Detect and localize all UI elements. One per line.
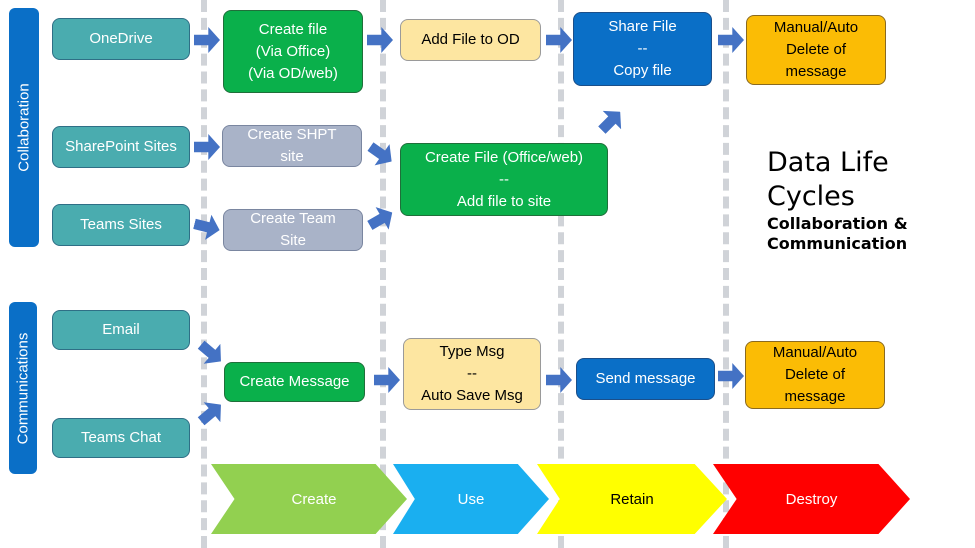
teams-chat-box: Teams Chat bbox=[52, 418, 190, 458]
onedrive-box: OneDrive bbox=[52, 18, 190, 60]
add-file-to-od-label: Add File to OD bbox=[421, 31, 520, 48]
create-shpt-line-2: site bbox=[280, 148, 304, 165]
communications-label: Communications bbox=[14, 332, 32, 444]
share-file-box: Share File -- Copy file bbox=[573, 12, 712, 86]
flow-arrow-icon bbox=[194, 134, 220, 160]
flow-arrow-icon bbox=[718, 363, 744, 389]
send-message-box: Send message bbox=[576, 358, 715, 400]
comm-delete-line-1: Manual/Auto bbox=[772, 344, 858, 361]
phase-retain-label: Retain bbox=[610, 490, 654, 508]
create-team-site-box: Create Team Site bbox=[223, 209, 363, 251]
share-file-line-2: -- bbox=[637, 40, 648, 57]
teams-sites-box: Teams Sites bbox=[52, 204, 190, 246]
comm-delete-box: Manual/Auto Delete of message bbox=[745, 341, 885, 409]
phase-use: Use bbox=[393, 464, 549, 534]
type-msg-box: Type Msg -- Auto Save Msg bbox=[403, 338, 541, 410]
flow-arrow-icon bbox=[593, 103, 630, 140]
create-shpt-line-1: Create SHPT bbox=[247, 126, 337, 143]
create-file-site-line-1: Create File (Office/web) bbox=[424, 148, 584, 166]
share-file-line-1: Share File bbox=[608, 18, 677, 35]
comm-delete-line-3: message bbox=[784, 388, 846, 405]
comm-delete-line-2: Delete of bbox=[784, 366, 846, 383]
onedrive-label: OneDrive bbox=[89, 30, 153, 47]
subtitle-line-1: Collaboration & bbox=[767, 214, 908, 233]
collab-delete-line-2: Delete of bbox=[785, 41, 847, 58]
flow-arrow-icon bbox=[718, 27, 744, 53]
sharepoint-sites-label: SharePoint Sites bbox=[65, 138, 177, 155]
title-line-1: Data Life bbox=[767, 147, 889, 178]
flow-arrow-icon bbox=[374, 367, 400, 393]
create-file-line-3: (Via OD/web) bbox=[248, 64, 338, 82]
phase-retain: Retain bbox=[537, 464, 727, 534]
phase-destroy-label: Destroy bbox=[785, 490, 838, 508]
phase-destroy: Destroy bbox=[713, 464, 910, 534]
collaboration-label: Collaboration bbox=[15, 83, 33, 172]
diagram-title: Data Life Cycles Collaboration & Communi… bbox=[767, 146, 908, 254]
collaboration-section-label: Collaboration bbox=[9, 8, 39, 247]
create-file-add-to-site-box: Create File (Office/web) -- Add file to … bbox=[400, 143, 608, 216]
create-team-line-1: Create Team bbox=[250, 210, 336, 227]
type-msg-line-3: Auto Save Msg bbox=[421, 387, 523, 404]
flow-arrow-icon bbox=[191, 211, 223, 243]
create-message-box: Create Message bbox=[224, 362, 365, 402]
add-file-to-od-box: Add File to OD bbox=[400, 19, 541, 61]
email-label: Email bbox=[102, 321, 140, 338]
flow-arrow-icon bbox=[194, 27, 220, 53]
sharepoint-sites-box: SharePoint Sites bbox=[52, 126, 190, 168]
phase-create-label: Create bbox=[291, 490, 337, 508]
create-shpt-site-box: Create SHPT site bbox=[222, 125, 362, 167]
type-msg-line-1: Type Msg bbox=[439, 343, 505, 360]
collab-delete-box: Manual/Auto Delete of message bbox=[746, 15, 886, 85]
type-msg-line-2: -- bbox=[467, 365, 477, 382]
create-file-site-line-3: Add file to site bbox=[456, 192, 552, 210]
create-file-line-1: Create file bbox=[258, 20, 328, 38]
subtitle-line-2: Communication bbox=[767, 234, 908, 253]
create-message-label: Create Message bbox=[239, 373, 350, 390]
phase-divider-4 bbox=[723, 0, 729, 548]
email-box: Email bbox=[52, 310, 190, 350]
communications-section-label: Communications bbox=[9, 302, 37, 474]
phase-use-label: Use bbox=[457, 490, 485, 508]
share-file-line-3: Copy file bbox=[613, 62, 672, 79]
flow-arrow-icon bbox=[193, 395, 230, 432]
teams-chat-label: Teams Chat bbox=[80, 429, 162, 446]
teams-sites-label: Teams Sites bbox=[80, 216, 162, 233]
phase-divider-1 bbox=[201, 0, 207, 548]
create-file-line-2: (Via Office) bbox=[255, 42, 331, 60]
phase-divider-2 bbox=[380, 0, 386, 548]
phase-divider-3 bbox=[558, 0, 564, 548]
create-team-line-2: Site bbox=[280, 232, 306, 249]
phase-create: Create bbox=[211, 464, 407, 534]
send-message-label: Send message bbox=[595, 370, 696, 387]
create-file-site-line-2: -- bbox=[498, 170, 509, 188]
create-file-box: Create file (Via Office) (Via OD/web) bbox=[223, 10, 363, 93]
collab-delete-line-3: message bbox=[785, 63, 847, 80]
collab-delete-line-1: Manual/Auto bbox=[773, 19, 859, 36]
title-line-2: Cycles bbox=[767, 181, 855, 212]
